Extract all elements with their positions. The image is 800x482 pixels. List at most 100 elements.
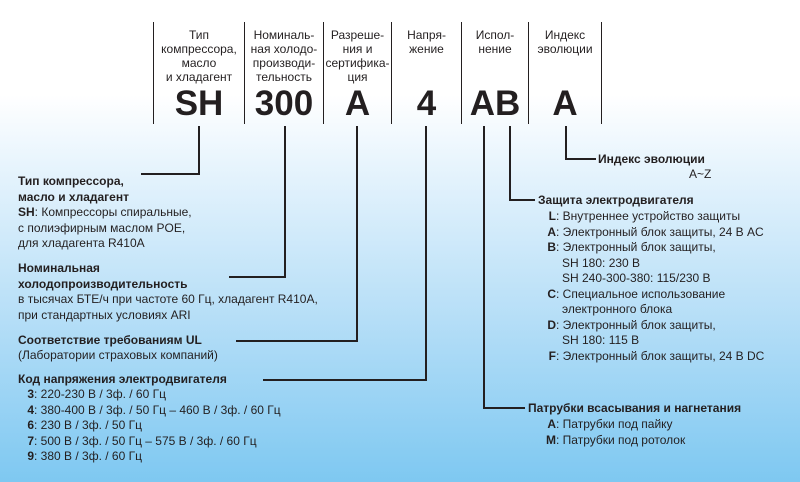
header-line: Индекс bbox=[544, 28, 586, 42]
header-line: и хладагент bbox=[165, 70, 233, 84]
evolution-title: Индекс эволюции bbox=[598, 152, 705, 166]
connections-title: Патрубки всасывания и нагнетания bbox=[528, 401, 742, 415]
header-line: Испол- bbox=[475, 28, 515, 42]
header-line: жение bbox=[409, 42, 444, 56]
list-item: 7: 500 В / 3ф. / 50 Гц – 575 В / 3ф. / 6… bbox=[14, 434, 281, 450]
connector-line bbox=[565, 158, 596, 160]
code-voltage: 4 bbox=[416, 84, 437, 123]
header-line: Напря- bbox=[407, 28, 446, 42]
protection-text: : Электронный блок защиты, 24 В AC bbox=[556, 224, 764, 239]
protection-title: Защита электродвигателя bbox=[538, 193, 694, 207]
connections-key: M bbox=[546, 432, 556, 447]
header-line: ция bbox=[347, 70, 368, 84]
voltage-list: 3: 220-230 В / 3ф. / 60 Гц 4: 380-400 В … bbox=[14, 387, 281, 465]
header-line: компрессора, bbox=[161, 42, 237, 56]
desc-line: для хладагента R410A bbox=[18, 236, 145, 250]
column-header-voltage: Напря- жение bbox=[392, 28, 461, 56]
voltage-key: 3 bbox=[27, 387, 34, 401]
list-item: C: Специальное использование электронног… bbox=[528, 287, 764, 318]
voltage-key: 4 bbox=[27, 402, 34, 417]
column-header-version: Испол- нение bbox=[462, 28, 528, 56]
list-item: M: Патрубки под ротолок bbox=[528, 433, 685, 449]
protection-text: : Электронный блок защиты, 24 В DC bbox=[556, 348, 765, 363]
voltage-text: : 220-230 В / 3ф. / 60 Гц bbox=[34, 387, 166, 401]
connector-line bbox=[284, 126, 286, 277]
connector-line bbox=[483, 407, 525, 409]
connector-line bbox=[509, 126, 511, 201]
connections-list: A: Патрубки под пайку M: Патрубки под ро… bbox=[528, 417, 685, 448]
connector-line bbox=[565, 126, 567, 160]
code-compressor: SH bbox=[174, 84, 224, 123]
connector-line bbox=[483, 126, 485, 409]
list-item: L: Внутреннее устройство защиты bbox=[528, 209, 764, 225]
connector-line bbox=[356, 126, 358, 341]
protection-text: электронного блока bbox=[562, 302, 673, 316]
ul-desc: (Лаборатории страховых компаний) bbox=[18, 348, 218, 362]
compressor-section: Тип компрессора, масло и хладагент SH: К… bbox=[18, 173, 192, 252]
protection-list: L: Внутреннее устройство защиты A: Элект… bbox=[528, 209, 764, 364]
protection-text: : Электронный блок защиты, bbox=[556, 317, 716, 332]
voltage-text: : 230 В / 3ф. / 50 Гц bbox=[34, 418, 142, 432]
list-item: 3: 220-230 В / 3ф. / 60 Гц bbox=[14, 387, 281, 403]
connector-line bbox=[263, 379, 427, 381]
capacity-desc: в тысячах БТЕ/ч при частоте 60 Гц, хлада… bbox=[18, 292, 318, 323]
protection-key: D bbox=[547, 317, 556, 332]
protection-text: : Электронный блок защиты, bbox=[556, 240, 716, 254]
code-capacity: 300 bbox=[254, 84, 314, 123]
desc-line: : Компрессоры спиральные, bbox=[34, 205, 192, 219]
column-separator bbox=[601, 22, 602, 124]
column-separator bbox=[323, 22, 324, 124]
column-separator bbox=[528, 22, 529, 124]
column-separator bbox=[461, 22, 462, 124]
desc-line: с полиэфирным маслом POE, bbox=[18, 220, 186, 235]
connections-text: : Патрубки под пайку bbox=[556, 417, 673, 431]
list-item: A: Электронный блок защиты, 24 В AC bbox=[528, 225, 764, 241]
header-line: сертифика- bbox=[325, 56, 390, 70]
protection-text: : Специальное использование bbox=[556, 286, 726, 301]
column-header-approvals: Разреше- ния и сертифика- ция bbox=[324, 28, 391, 84]
protection-key: F bbox=[548, 348, 556, 363]
protection-key: B bbox=[547, 240, 556, 254]
column-separator bbox=[391, 22, 392, 124]
desc-line: в тысячах БТЕ/ч при частоте 60 Гц, хлада… bbox=[18, 292, 318, 306]
header-line: тельность bbox=[256, 70, 312, 84]
connector-line bbox=[509, 199, 535, 201]
voltage-key: 7 bbox=[27, 433, 34, 448]
protection-key: A bbox=[547, 224, 556, 239]
column-header-capacity: Номиналь- ная холодо- производи- тельнос… bbox=[245, 28, 323, 84]
column-header-compressor: Тип компрессора, масло и хладагент bbox=[154, 28, 244, 84]
voltage-title: Код напряжения электродвигателя bbox=[18, 372, 227, 386]
header-line: масло bbox=[181, 56, 217, 70]
voltage-text: : 380 В / 3ф. / 60 Гц bbox=[34, 449, 142, 463]
code-evolution: A bbox=[552, 84, 578, 123]
protection-text: SH 180: 115 В bbox=[562, 333, 640, 347]
column-separator bbox=[244, 22, 245, 124]
code-version: AB bbox=[469, 84, 521, 123]
compressor-desc: SH: Компрессоры спиральные, с полиэфирны… bbox=[18, 205, 192, 252]
ul-section: Соответствие требованиям UL (Лаборатории… bbox=[18, 332, 218, 364]
list-item: F: Электронный блок защиты, 24 В DC bbox=[528, 348, 765, 365]
ul-title: Соответствие требованиям UL bbox=[18, 333, 202, 347]
column-header-evolution: Индекс эволюции bbox=[529, 28, 601, 56]
header-line: Разреше- bbox=[330, 28, 385, 42]
connector-line bbox=[229, 276, 286, 278]
connections-text: : Патрубки под ротолок bbox=[556, 432, 686, 447]
connector-line bbox=[141, 173, 200, 175]
header-line: ния и bbox=[342, 42, 373, 56]
connector-line bbox=[425, 126, 427, 380]
title-line: Номинальная bbox=[18, 261, 100, 275]
voltage-key: 6 bbox=[27, 418, 34, 432]
desc-line: при стандартных условиях ARI bbox=[18, 307, 191, 322]
header-line: ная холодо- bbox=[250, 42, 318, 56]
list-item: A: Патрубки под пайку bbox=[528, 417, 685, 433]
evolution-value: A~Z bbox=[689, 167, 712, 181]
title-line: Тип компрессора, bbox=[18, 174, 124, 188]
connector-line bbox=[198, 126, 200, 174]
list-item: 4: 380-400 В / 3ф. / 50 Гц – 460 В / 3ф.… bbox=[14, 402, 280, 419]
header-line: Номиналь- bbox=[253, 28, 315, 42]
column-separator bbox=[153, 22, 154, 124]
compressor-key: SH bbox=[18, 205, 35, 219]
protection-key: L bbox=[548, 209, 556, 223]
header-line: эволюции bbox=[537, 42, 593, 56]
capacity-title: Номинальная холодопроизводительность bbox=[18, 260, 318, 292]
